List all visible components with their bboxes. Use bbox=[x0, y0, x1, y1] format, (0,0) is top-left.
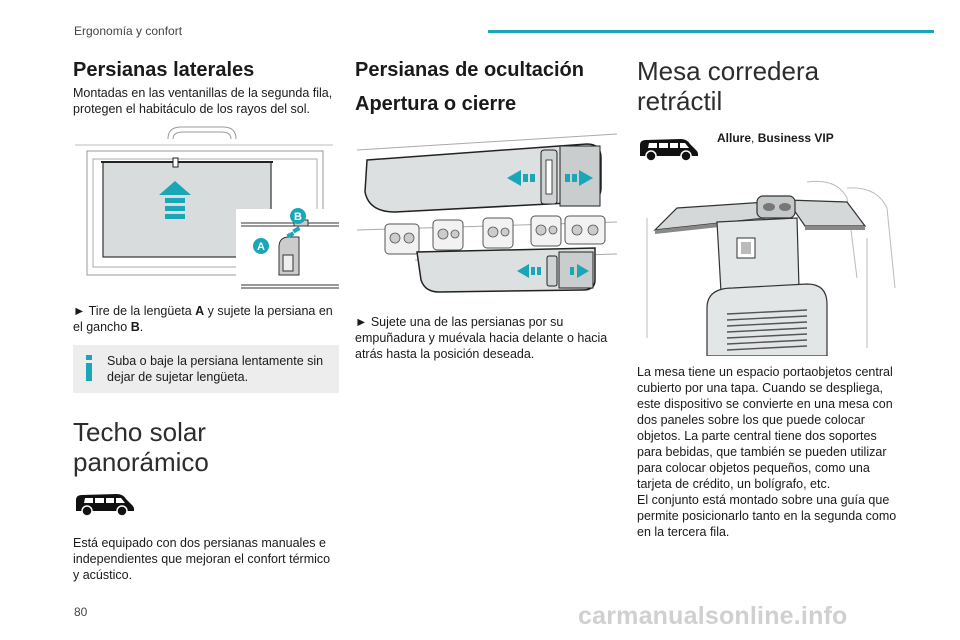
sunroof-title: Techo solar panorámico bbox=[73, 417, 209, 477]
info-note: Suba o baje la persiana lentamente sin d… bbox=[73, 345, 339, 393]
roof-blinds-subtitle: Apertura o cierre bbox=[355, 93, 517, 115]
step-text: . bbox=[139, 320, 144, 334]
watermark: carmanualsonline.info bbox=[578, 602, 848, 630]
side-blinds-step: ► Tire de la lengüeta A y sujete la pers… bbox=[73, 303, 339, 335]
sliding-table-title: Mesa corredera retráctil bbox=[637, 56, 820, 116]
sliding-table-body-2: El conjunto está montado sobre una guía … bbox=[637, 493, 897, 539]
roof-blinds-title: Persianas de ocultación bbox=[355, 59, 584, 81]
sliding-table-illustration bbox=[646, 180, 896, 356]
sunroof-text: Está equipado con dos persianas manuales… bbox=[73, 536, 331, 582]
version-separator: , bbox=[751, 131, 758, 145]
callout-a: A bbox=[257, 241, 265, 253]
page-number: 80 bbox=[74, 605, 88, 619]
side-blinds-intro: Montadas en las ventanillas de la segund… bbox=[73, 86, 333, 116]
version-list: Allure, Business VIP bbox=[717, 130, 834, 146]
column-sliding-table: Mesa corredera retráctil Allure, Busines… bbox=[637, 56, 903, 540]
side-blinds-title: Persianas laterales bbox=[73, 59, 255, 81]
version-row: Allure, Business VIP bbox=[637, 130, 903, 166]
roof-blind-illustration bbox=[356, 133, 617, 293]
header-accent-bar bbox=[488, 30, 934, 33]
info-note-text: Suba o baje la persiana lentamente sin d… bbox=[107, 354, 324, 384]
column-roof-blinds: Persianas de ocultación Apertura o cierr… bbox=[355, 56, 621, 362]
step-ref-b: B bbox=[130, 320, 140, 334]
step-ref-a: A bbox=[195, 304, 205, 318]
version-allure: Allure bbox=[717, 131, 752, 145]
step-text: y sujete la persiana en el gancho bbox=[73, 304, 333, 334]
version-business-vip: Business VIP bbox=[757, 131, 834, 145]
running-header: Ergonomía y confort bbox=[74, 24, 183, 38]
info-icon bbox=[86, 355, 92, 381]
roof-blinds-step: ► Sujete una de las persianas por su emp… bbox=[355, 315, 608, 361]
side-blind-illustration: B A bbox=[75, 126, 339, 297]
van-icon bbox=[640, 139, 698, 162]
column-side-blinds: Persianas laterales Montadas en las vent… bbox=[73, 56, 339, 583]
sliding-table-body-1: La mesa tiene un espacio portaobjetos ce… bbox=[637, 365, 893, 491]
step-text: ► Tire de la lengüeta bbox=[73, 304, 196, 318]
callout-b: B bbox=[294, 211, 302, 223]
van-icon bbox=[76, 494, 134, 517]
